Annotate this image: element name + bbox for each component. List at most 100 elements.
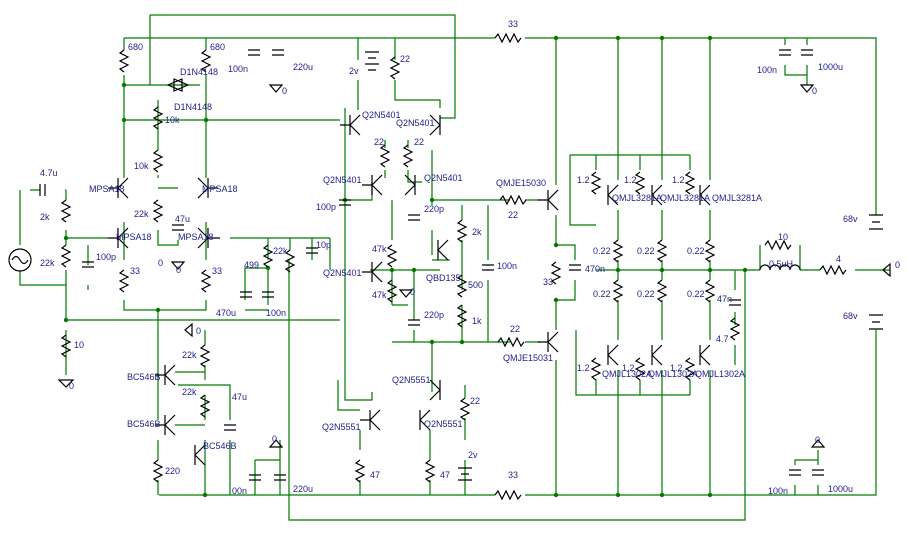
label-v68-b: 68v [843,311,858,321]
label-r680a: 680 [128,42,143,52]
label-v68-a: 68v [843,214,858,224]
label-q-mjl3281-c: QMJL3281A [712,193,762,203]
label-c47n: 47n [717,294,732,304]
label-r22k-c: 22k [273,246,288,256]
label-r022-c: 0.22 [687,246,705,256]
label-q-2n5551-b: Q2N5551 [322,422,361,432]
label-c47u-in: 4.7u [40,168,58,178]
label-q-2n5401-b: Q2N5401 [396,118,435,128]
label-r1k: 1k [472,316,482,326]
label-q-bc546-b: BC546B [127,419,161,429]
label-r22k-e: 22k [182,387,197,397]
label-r22-top: 22 [400,54,410,64]
label-v2v-top: 2v [349,66,359,76]
label-r1-2-f: 1.2 [670,363,683,373]
label-r47k-a: 47k [372,244,387,254]
label-q-bd135: QBD135 [426,273,461,283]
label-r1-2-b: 1.2 [624,175,637,185]
label-q-mjl1302-c: QMJL1302A [695,369,745,379]
label-c00n: 00n [232,486,247,496]
label-r220: 220 [165,466,180,476]
label-r2k-b: 2k [472,227,482,237]
label-r22k-mid: 22k [134,209,149,219]
label-c470u: 470u [216,308,236,318]
label-gnd-top: 0 [282,86,287,96]
label-r22-g: 22 [510,324,520,334]
label-c470n: 470n [585,264,605,274]
label-q-mjl1302-a: QMJL1302A [602,369,652,379]
label-c220p-b: 220p [424,310,444,320]
label-r10-gnd: 10 [74,340,84,350]
label-c1000u-tr: 1000u [818,62,843,72]
label-r33-b: 33 [212,266,222,276]
label-r4: 4 [836,254,841,264]
label-r10-out: 10 [778,232,788,242]
label-q-2n5401-a: Q2N5401 [362,110,401,120]
label-r33-c: 33 [543,277,553,287]
label-gnd-c: 0 [410,287,415,297]
label-r4-7: 4.7 [716,334,729,344]
label-q-mjl3281-a: QMJL3281A [612,193,662,203]
label-q-2n5401-d: Q2N5401 [424,173,463,183]
label-r1-2-c: 1.2 [672,175,685,185]
label-c1000u-br: 1000u [828,484,853,494]
label-r499: 499 [244,260,259,270]
component-labels: 680 680 D1N4148 D1N4148 100n 220u 0 2v 2… [40,19,900,496]
label-c47u-mid: 47u [175,214,190,224]
junctions [63,35,748,498]
label-q-2n5401-e: Q2N5401 [323,268,362,278]
label-c100n-b: 100n [266,308,286,318]
label-r33-a: 33 [130,266,140,276]
label-q-2n5401-c: Q2N5401 [323,175,362,185]
label-d1: D1N4148 [180,67,218,77]
label-c100p-b: 100p [316,202,336,212]
label-q-mpsa18-c: MPSA18 [116,232,152,242]
label-q-mpsa18-d: MPSA18 [178,232,214,242]
label-r022-d: 0.22 [593,289,611,299]
label-r22-c: 22 [374,137,384,147]
label-c10p: 10p [316,240,331,250]
wires [19,14,890,521]
label-c100n-br: 100n [768,486,788,496]
label-r500: 500 [468,280,483,290]
component-symbols [8,32,891,501]
label-q-2n5551-a: Q2N5551 [392,375,431,385]
label-r22-d: 22 [414,137,424,147]
label-q-mpsa18-b: MPSA18 [202,184,238,194]
label-r022-a: 0.22 [593,246,611,256]
label-gnd-tr: 0 [812,86,817,96]
label-r47k-b: 47k [372,290,387,300]
label-gnd-e: 0 [196,326,201,336]
label-gnd-c2: 0 [158,258,163,268]
label-gnd-f: 0 [272,434,277,444]
label-c220u-b: 220u [293,484,313,494]
label-r33-top: 33 [508,19,518,29]
label-gnd-br: 0 [815,435,820,445]
label-r10k-b: 10k [134,161,149,171]
label-r22k-in: 22k [40,258,55,268]
label-gnd-d: 0 [69,381,74,391]
label-c47u-b: 47u [232,392,247,402]
label-r022-b: 0.22 [637,246,655,256]
label-gnd-mid: 0 [176,265,181,275]
label-c100n-tr: 100n [757,65,777,75]
label-r1-2-e: 1.2 [622,363,635,373]
label-r22-f: 22 [508,210,518,220]
label-c100n-mid: 100n [497,261,517,271]
label-q-mje15030: QMJE15030 [496,178,546,188]
label-r1-2-d: 1.2 [577,363,590,373]
label-r2k-in: 2k [40,212,50,222]
label-v2v-bot: 2v [468,450,478,460]
label-l05uh: 0.5uH [769,259,793,269]
label-c100p-in: 100p [96,252,116,262]
label-q-mjl3281-b: QMJL3281A [660,193,710,203]
label-gnd-out: 0 [895,260,900,270]
label-r47-b: 47 [440,470,450,480]
label-r47-a: 47 [370,470,380,480]
label-r33-bot: 33 [508,470,518,480]
label-r22k-d: 22k [182,350,197,360]
label-q-mpsa18-a: MPSA18 [89,184,125,194]
label-c220p-a: 220p [424,204,444,214]
label-q-mje15031: QMJE15031 [503,353,553,363]
